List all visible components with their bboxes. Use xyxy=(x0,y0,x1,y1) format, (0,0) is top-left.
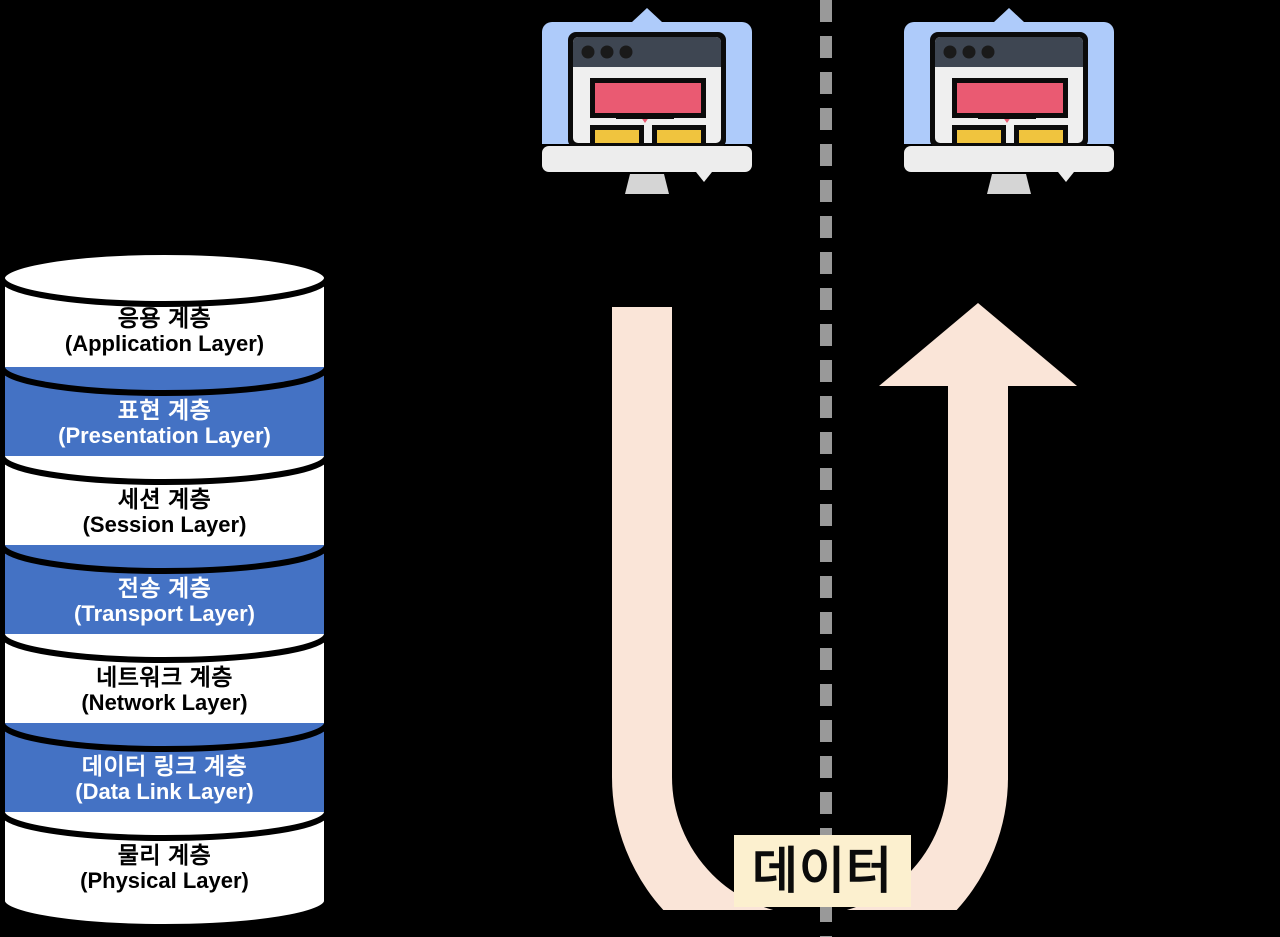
osi-band-fills xyxy=(2,252,327,928)
osi-layer-stack: 응용 계층 (Application Layer) 표현 계층 (Present… xyxy=(2,252,327,937)
sender-computer-icon xyxy=(542,8,752,194)
data-flow-arrow xyxy=(612,303,1077,910)
osi-stack-shape xyxy=(2,252,327,930)
osi-band-separators xyxy=(2,366,327,841)
network-boundary-divider xyxy=(820,0,832,937)
data-label-text: 데이터 xyxy=(752,843,893,899)
receiver-computer-icon xyxy=(904,8,1114,194)
data-label-badge: 데이터 xyxy=(734,835,911,907)
